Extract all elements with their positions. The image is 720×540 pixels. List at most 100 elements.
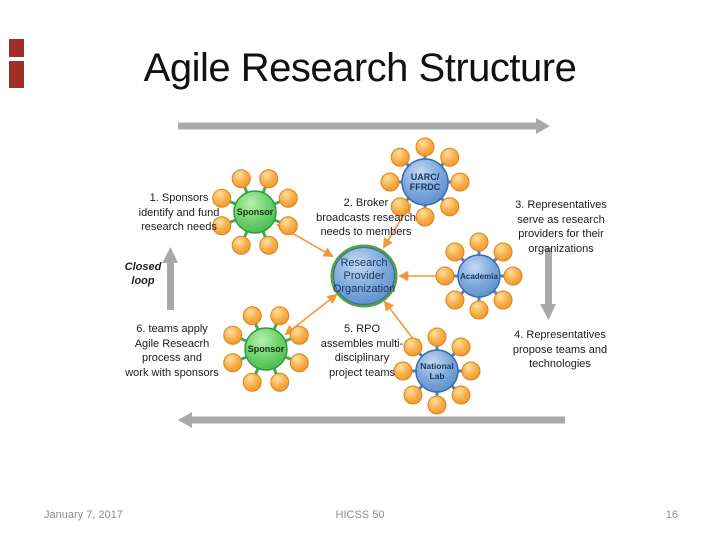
annotation-3-line4: organizations	[528, 242, 594, 255]
annotation-3-line3: providers for their	[518, 228, 604, 240]
annotation-2-line1: 2. Broker	[343, 197, 389, 209]
satellite-circle	[259, 235, 279, 255]
annotation-5: 5. RPO assembles multi- disciplinary pro…	[297, 322, 427, 380]
uarc-ffrdc-cluster: UARC/ FFRDC	[380, 137, 470, 227]
annotation-3-line2: serve as research	[517, 213, 605, 226]
annotation-3: 3. Representatives serve as research pro…	[496, 198, 626, 256]
satellite-circle	[427, 327, 447, 347]
satellite-circle	[445, 242, 465, 262]
satellite-circle	[440, 197, 460, 217]
satellite-circle	[212, 216, 232, 236]
satellite-circle	[435, 266, 455, 286]
accent-bar-top	[9, 39, 24, 57]
annotation-4-line3: technologies	[529, 358, 591, 370]
annotation-2: 2. Broker broadcasts research needs to m…	[301, 196, 431, 240]
satellite-circle	[415, 207, 435, 227]
satellite-circle	[270, 306, 290, 326]
closed-loop-line2: loop	[131, 275, 155, 287]
satellite-circle	[223, 353, 243, 373]
satellite-circle	[450, 172, 470, 192]
national-lab-label-line1: National	[420, 361, 454, 371]
page-title: Agile Research Structure	[143, 46, 577, 90]
cycle-arrow-left-up	[162, 247, 178, 310]
satellite-circle	[469, 232, 489, 252]
sponsor-bottom-cluster: Sponsor	[223, 306, 309, 392]
national-lab-circle	[415, 349, 459, 393]
satellite-circle	[259, 169, 279, 189]
rpo-ellipse-inner	[332, 246, 396, 306]
rpo-ellipse	[330, 244, 398, 308]
rpo-label-line1: Research	[340, 257, 387, 269]
satellite-circle	[493, 290, 513, 310]
satellite-circle	[242, 306, 262, 326]
closed-loop-label: Closed loop	[118, 260, 168, 288]
academia-circle	[457, 254, 501, 298]
sponsor-bottom-circle	[244, 327, 288, 371]
satellite-circle	[445, 290, 465, 310]
uarc-label-line1: UARC/	[411, 172, 440, 182]
annotation-2-line2: broadcasts research	[316, 211, 416, 224]
annotation-3-line1: 3. Representatives	[515, 199, 607, 211]
satellite-circle	[278, 188, 298, 208]
cycle-arrow-top-right	[178, 118, 550, 134]
satellite-circle	[415, 137, 435, 157]
satellite-circle	[493, 242, 513, 262]
satellite-circle	[270, 372, 290, 392]
academia-label: Academia	[460, 272, 498, 281]
rpo-label-line2: Provider	[344, 270, 385, 282]
satellite-circle	[380, 172, 400, 192]
satellite-circle	[223, 325, 243, 345]
footer-page-number: 16	[665, 509, 678, 521]
annotation-1-line2: identify and fund	[138, 206, 220, 219]
sponsor-bottom-label: Sponsor	[248, 344, 285, 354]
sponsor-top-cluster: Sponsor	[212, 169, 298, 255]
satellite-circle	[212, 188, 232, 208]
satellite-circle	[469, 300, 489, 320]
satellite-circle	[503, 266, 523, 286]
annotation-6-line3: process and	[142, 352, 202, 364]
academia-cluster: Academia	[435, 232, 523, 320]
annotation-1-line3: research needs	[141, 221, 217, 233]
satellite-circle	[289, 353, 309, 373]
satellite-circle	[403, 337, 423, 357]
annotation-4: 4. Representatives propose teams and tec…	[495, 328, 625, 372]
sponsor-top-label: Sponsor	[237, 207, 274, 217]
satellite-circle	[278, 216, 298, 236]
annotation-6-line4: work with sponsors	[125, 366, 219, 379]
rpo-label-line3: Organization	[333, 283, 395, 295]
satellite-circle	[451, 385, 471, 405]
satellite-circle	[393, 361, 413, 381]
satellite-circle	[461, 361, 481, 381]
satellite-circle	[451, 337, 471, 357]
cycle-arrow-right-down	[540, 248, 556, 320]
accent-bar-bottom	[9, 61, 24, 88]
satellite-circle	[440, 147, 460, 167]
national-lab-label-line2: Lab	[429, 371, 444, 381]
annotation-1-line1: 1. Sponsors	[149, 192, 209, 204]
national-lab-cluster: National Lab	[393, 327, 481, 415]
annotation-4-line2: propose teams and	[512, 343, 608, 356]
annotation-6-line1: 6. teams apply	[136, 323, 208, 335]
annotation-5-line2: assembles multi-	[320, 337, 404, 350]
closed-loop-line1: Closed	[124, 261, 162, 273]
annotation-6: 6. teams apply Agile Reseacrh process an…	[102, 322, 242, 380]
satellite-circle	[427, 395, 447, 415]
uarc-circle	[401, 158, 449, 206]
uarc-label-line2: FFRDC	[410, 182, 441, 192]
annotation-5-line4: project teams	[328, 366, 396, 379]
annotation-4-line1: 4. Representatives	[514, 329, 606, 341]
satellite-circle	[289, 325, 309, 345]
annotation-5-line3: disciplinary	[334, 352, 390, 364]
footer-date: January 7, 2017	[44, 509, 123, 521]
footer-conference: HICSS 50	[335, 509, 385, 521]
annotation-6-line2: Agile Reseacrh	[134, 337, 210, 350]
satellite-circle	[231, 169, 251, 189]
annotation-1: 1. Sponsors identify and fund research n…	[114, 191, 244, 235]
cycle-arrow-bottom-left	[178, 412, 565, 428]
annotation-5-line1: 5. RPO	[343, 323, 381, 335]
annotation-2-line3: needs to members	[320, 226, 412, 238]
satellite-circle	[390, 197, 410, 217]
satellite-circle	[403, 385, 423, 405]
